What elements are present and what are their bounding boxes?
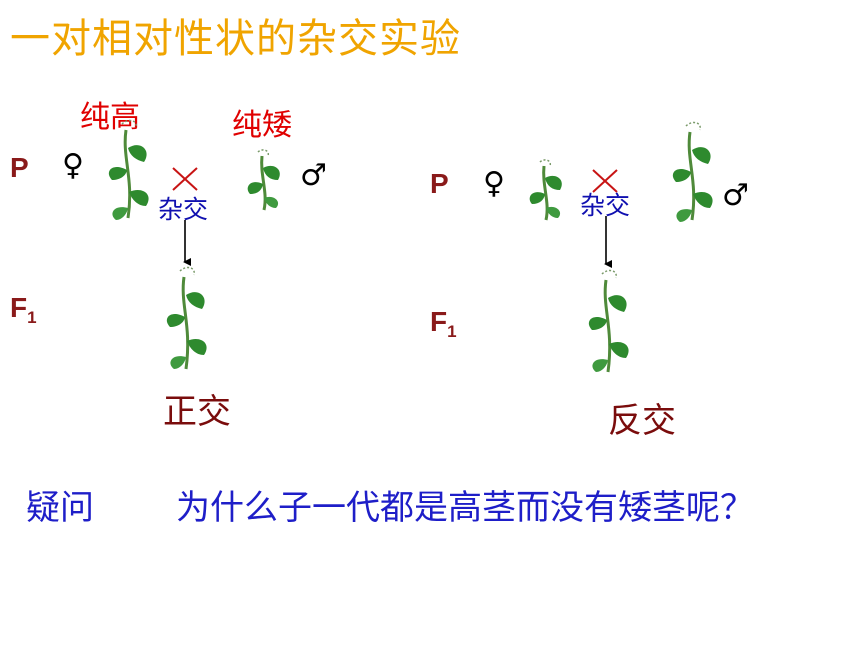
reverse-cross-caption: 反交 — [608, 401, 676, 441]
short-pea-plant-icon-right — [529, 159, 562, 221]
cross-label: 杂交 — [158, 195, 209, 224]
male-symbol: ♂ — [300, 158, 327, 193]
male-symbol-right: ♂ — [722, 178, 749, 213]
parent-generation-label-right: P — [430, 168, 449, 199]
cross-mark-icon-right — [592, 169, 618, 193]
cross-mark-icon — [172, 167, 198, 191]
reciprocal-cross-caption: 正交 — [163, 392, 231, 432]
short-pea-plant-icon — [247, 149, 280, 211]
female-symbol: ♀ — [62, 148, 84, 183]
tall-pea-plant-icon-right — [672, 121, 713, 222]
tall-pea-plant-icon — [108, 119, 149, 220]
f1-generation-label: F1 — [10, 292, 37, 327]
short-parent-label: 纯矮 — [232, 108, 292, 143]
tall-parent-label: 纯高 — [80, 100, 140, 135]
question-text: 为什么子一代都是高茎而没有矮茎呢？ — [176, 488, 754, 528]
cross-label-right: 杂交 — [580, 191, 631, 220]
female-symbol-right: ♀ — [483, 166, 505, 201]
question-label: 疑问 — [26, 488, 94, 528]
f1-tall-pea-plant-icon-right — [588, 269, 629, 373]
page-title: 一对相对性状的杂交实验 — [10, 16, 461, 62]
parent-generation-label: P — [10, 152, 29, 183]
f1-generation-label-right: F1 — [430, 306, 457, 341]
f1-tall-pea-plant-icon — [166, 266, 207, 370]
